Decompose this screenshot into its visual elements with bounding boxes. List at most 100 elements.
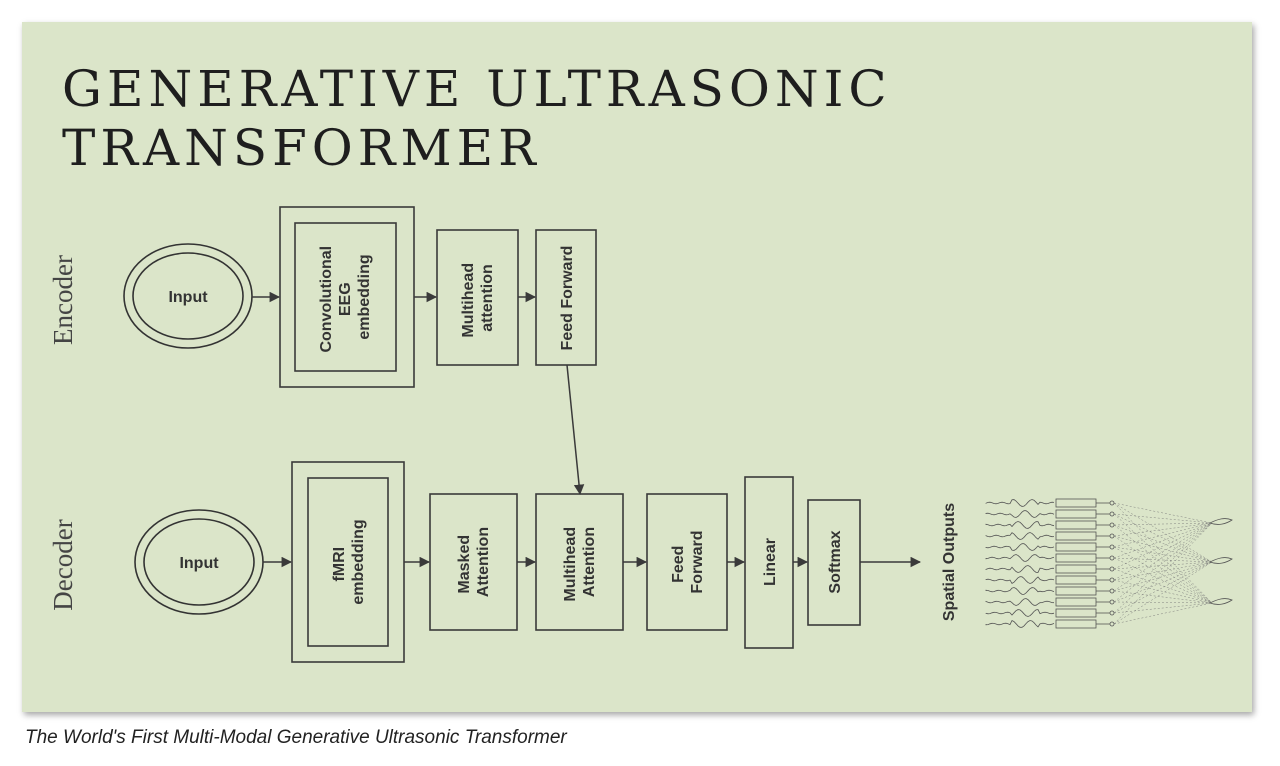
decoder-feed-forward-block: Feed Forward [646,493,728,631]
signal-channel-box [1055,520,1097,530]
channel-node [1109,566,1115,572]
fan-out-connection [1113,561,1213,625]
encoder-embedding-block: Convolutional EEG embedding [279,206,415,388]
transducer-output-shape [1208,598,1233,605]
svg-text:Feed Forward: Feed Forward [559,246,576,351]
transducer-output-shape [1208,518,1233,525]
signal-channel-box [1055,531,1097,541]
channel-node [1109,533,1115,539]
encoder-input-label: Input [168,289,208,306]
channel-node [1109,610,1115,616]
decoder-softmax-line-1: Softmax [827,530,844,593]
fan-out-connection [1113,513,1213,563]
encoder-embedding-label: Convolutional EEG embedding [318,241,373,352]
encoder-embedding-line-1: Convolutional [318,246,335,353]
svg-text:Softmax: Softmax [827,530,844,593]
signal-trace [985,521,1055,529]
fan-out-connection [1113,568,1213,604]
title-line-1: GENERATIVE ULTRASONIC [62,60,892,118]
encoder-multihead-block: Multihead attention [436,229,519,366]
fan-out-connection [1113,522,1213,581]
signal-trace [985,587,1055,595]
encoder-embedding-line-2: EEG [337,282,354,316]
arrow-encoder-to-decoder-multihead [566,364,585,496]
decoder-multihead-attention-block: Multihead Attention [535,493,624,631]
encoder-embedding-line-3: embedding [356,254,373,339]
channel-node [1109,599,1115,605]
signal-trace [985,619,1055,628]
decoder-multihead-line-1: Multihead [562,527,579,602]
fan-out-connection [1113,522,1213,548]
fan-out-connection [1113,522,1213,592]
signal-trace [985,532,1055,540]
encoder-feed-forward-block: Feed Forward [535,229,597,366]
fan-out-connection [1113,561,1213,614]
fan-out-connection [1113,522,1213,603]
signal-trace [985,565,1054,573]
fan-out-connection [1113,561,1213,603]
decoder-embedding-block: fMRI embedding [291,461,405,663]
signal-channel-box [1055,575,1097,585]
decoder-input-label: Input [179,555,219,572]
decoder-linear-line-1: Linear [762,538,779,586]
fan-out-connection [1113,546,1213,604]
decoder-feed-forward-line-2: Forward [689,530,706,593]
channel-node [1109,544,1115,550]
fan-out-connection [1113,561,1213,570]
decoder-multihead-line-2: Attention [581,527,598,597]
fan-out-connection [1113,557,1213,563]
signal-channel-box [1055,498,1097,508]
spatial-outputs-label: Spatial Outputs [941,503,958,621]
signal-channel-box [1055,597,1097,607]
fan-out-connection [1113,522,1213,559]
fan-out-connection [1113,522,1213,526]
fan-out-connection [1113,561,1213,592]
channel-node [1109,588,1115,594]
signal-channel-box [1055,619,1097,629]
fan-out-connection [1113,524,1213,604]
decoder-masked-attention-block: Masked Attention [429,493,518,631]
svg-text:Masked Attention: Masked Attention [456,527,492,597]
svg-text:fMRI embedding: fMRI embedding [331,519,367,604]
signal-channel-box [1055,586,1097,596]
fan-out-connection [1113,502,1213,563]
decoder-embedding-line-1: fMRI [331,547,348,582]
signal-channel-box [1055,509,1097,519]
signal-trace [985,543,1055,551]
spatial-output-network-illustration [985,498,1233,629]
svg-text:Feed Forward: Feed Forward [670,530,706,593]
fan-out-connection [1113,502,1213,604]
signal-trace [985,554,1055,562]
encoder-feed-forward-line-1: Feed Forward [559,246,576,351]
channel-node [1109,577,1115,583]
fan-out-connection [1113,561,1213,581]
encoder-multihead-line-2: attention [479,264,496,332]
fan-out-connection [1113,535,1213,563]
signal-trace [985,598,1055,606]
fan-out-connection [1113,602,1213,614]
diagram-panel [22,22,1252,712]
channel-node [1109,511,1115,517]
title-line-2: TRANSFORMER [62,119,541,177]
signal-trace [985,609,1055,617]
decoder-masked-line-2: Attention [475,527,492,597]
encoder-side-label: Encoder [48,255,78,345]
decoder-masked-line-1: Masked [456,535,473,594]
transducer-output-shape [1208,557,1233,564]
decoder-embedding-line-2: embedding [350,519,367,604]
decoder-input-node: Input [134,509,264,615]
channel-node [1109,522,1115,528]
fan-out-connection [1113,522,1213,625]
encoder-multihead-line-1: Multihead [460,263,477,338]
svg-text:Linear: Linear [762,538,779,586]
svg-text:Multihead attention: Multihead attention [460,258,496,337]
fan-out-connection [1113,579,1213,604]
signal-trace [985,510,1055,518]
signal-channel-box [1055,542,1097,552]
signal-trace [985,576,1055,584]
channel-node [1109,500,1115,506]
fan-out-connection [1113,502,1213,524]
fan-out-connection [1113,602,1213,625]
signal-trace [985,499,1055,507]
